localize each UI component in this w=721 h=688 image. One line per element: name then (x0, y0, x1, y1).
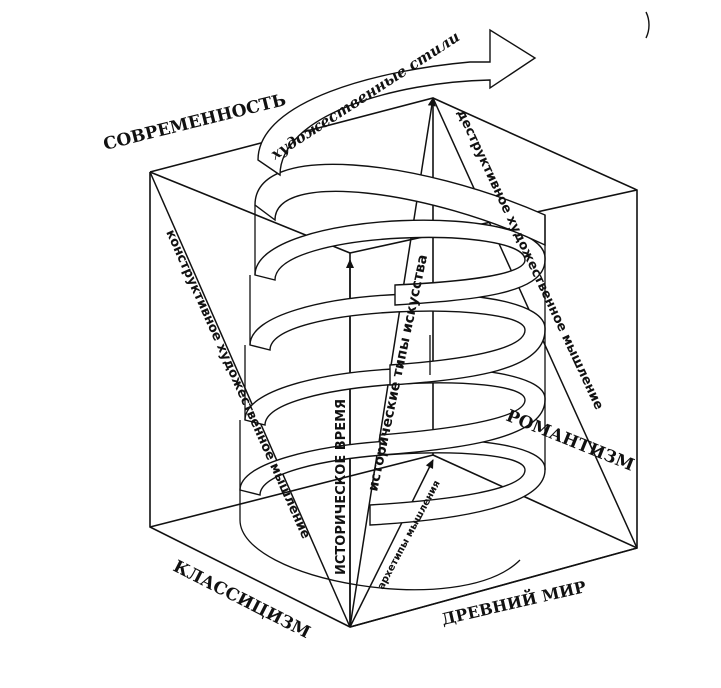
label-istoricheskoe-vremya: ИСТОРИЧЕСКОЕ ВРЕМЯ (334, 399, 349, 575)
label-drevniy-mir: ДРЕВНИЙ МИР (439, 575, 588, 629)
label-klassicizm: КЛАССИЦИЗМ (170, 557, 314, 643)
corner-mark (645, 11, 650, 39)
helix-ribbon (239, 28, 546, 591)
label-arkhetipy-myshleniya: архетипы мышления (376, 479, 443, 592)
